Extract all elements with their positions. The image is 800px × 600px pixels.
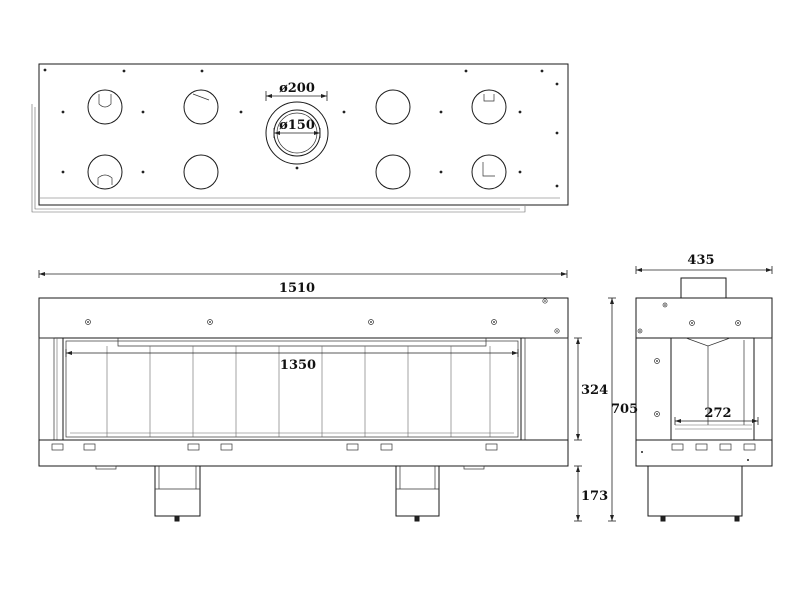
front-view-vents <box>51 443 498 451</box>
top-view-back-plate <box>31 104 526 213</box>
dim-glass-height <box>574 337 582 441</box>
dim-base-height <box>574 465 582 522</box>
side-view-vents <box>641 443 756 461</box>
front-view-glass-inner <box>65 340 519 438</box>
label-base-height: 173 <box>581 489 608 504</box>
front-view-right-leg <box>395 465 440 522</box>
label-total-height: 705 <box>611 402 638 417</box>
side-view: 435 272 <box>635 253 773 522</box>
front-view-glass-slats <box>106 346 491 437</box>
top-view-openings-upper <box>87 89 507 125</box>
side-view-hood <box>635 297 773 339</box>
top-view-plate <box>38 63 569 206</box>
front-view-baffle <box>117 338 487 347</box>
side-view-baffle <box>685 337 731 347</box>
front-view-hood-screws <box>85 298 560 334</box>
front-view-feet-tabs <box>95 465 485 470</box>
top-view-mounting-holes <box>43 68 559 188</box>
side-view-flue-spigot <box>680 277 727 299</box>
front-view-left-panel <box>38 337 55 441</box>
front-view-hood <box>38 297 569 339</box>
top-view-back-plate-inner <box>34 107 520 210</box>
side-view-foot-left <box>660 515 666 522</box>
dim-inner-depth <box>674 417 759 425</box>
label-depth: 435 <box>687 253 714 268</box>
side-view-foot-right <box>734 515 740 522</box>
label-inner-depth: 272 <box>704 406 731 421</box>
front-view-bottom-band <box>38 439 569 467</box>
top-view: ø200 ø150 <box>31 63 569 213</box>
dim-depth <box>635 266 773 274</box>
side-view-hood-screws <box>637 302 741 334</box>
label-overall-width: 1510 <box>279 281 315 296</box>
dim-overall-width <box>38 270 568 278</box>
dim-inner-pipe <box>273 128 321 138</box>
dim-total-height <box>608 297 616 522</box>
front-view-right-panel <box>524 337 569 441</box>
side-view-body-screws <box>654 358 660 417</box>
side-view-door-edge <box>753 337 773 441</box>
front-view-left-leg <box>154 465 201 522</box>
dim-outer-pipe <box>265 91 328 101</box>
dim-glass-width <box>65 349 519 357</box>
label-glass-width: 1350 <box>280 358 316 373</box>
label-outer-pipe: ø200 <box>279 81 315 96</box>
top-view-openings-lower <box>87 154 507 190</box>
label-glass-height: 324 <box>581 383 608 398</box>
label-inner-pipe: ø150 <box>279 118 315 133</box>
side-view-base-stand <box>647 465 743 517</box>
front-view: 1510 <box>38 270 638 522</box>
